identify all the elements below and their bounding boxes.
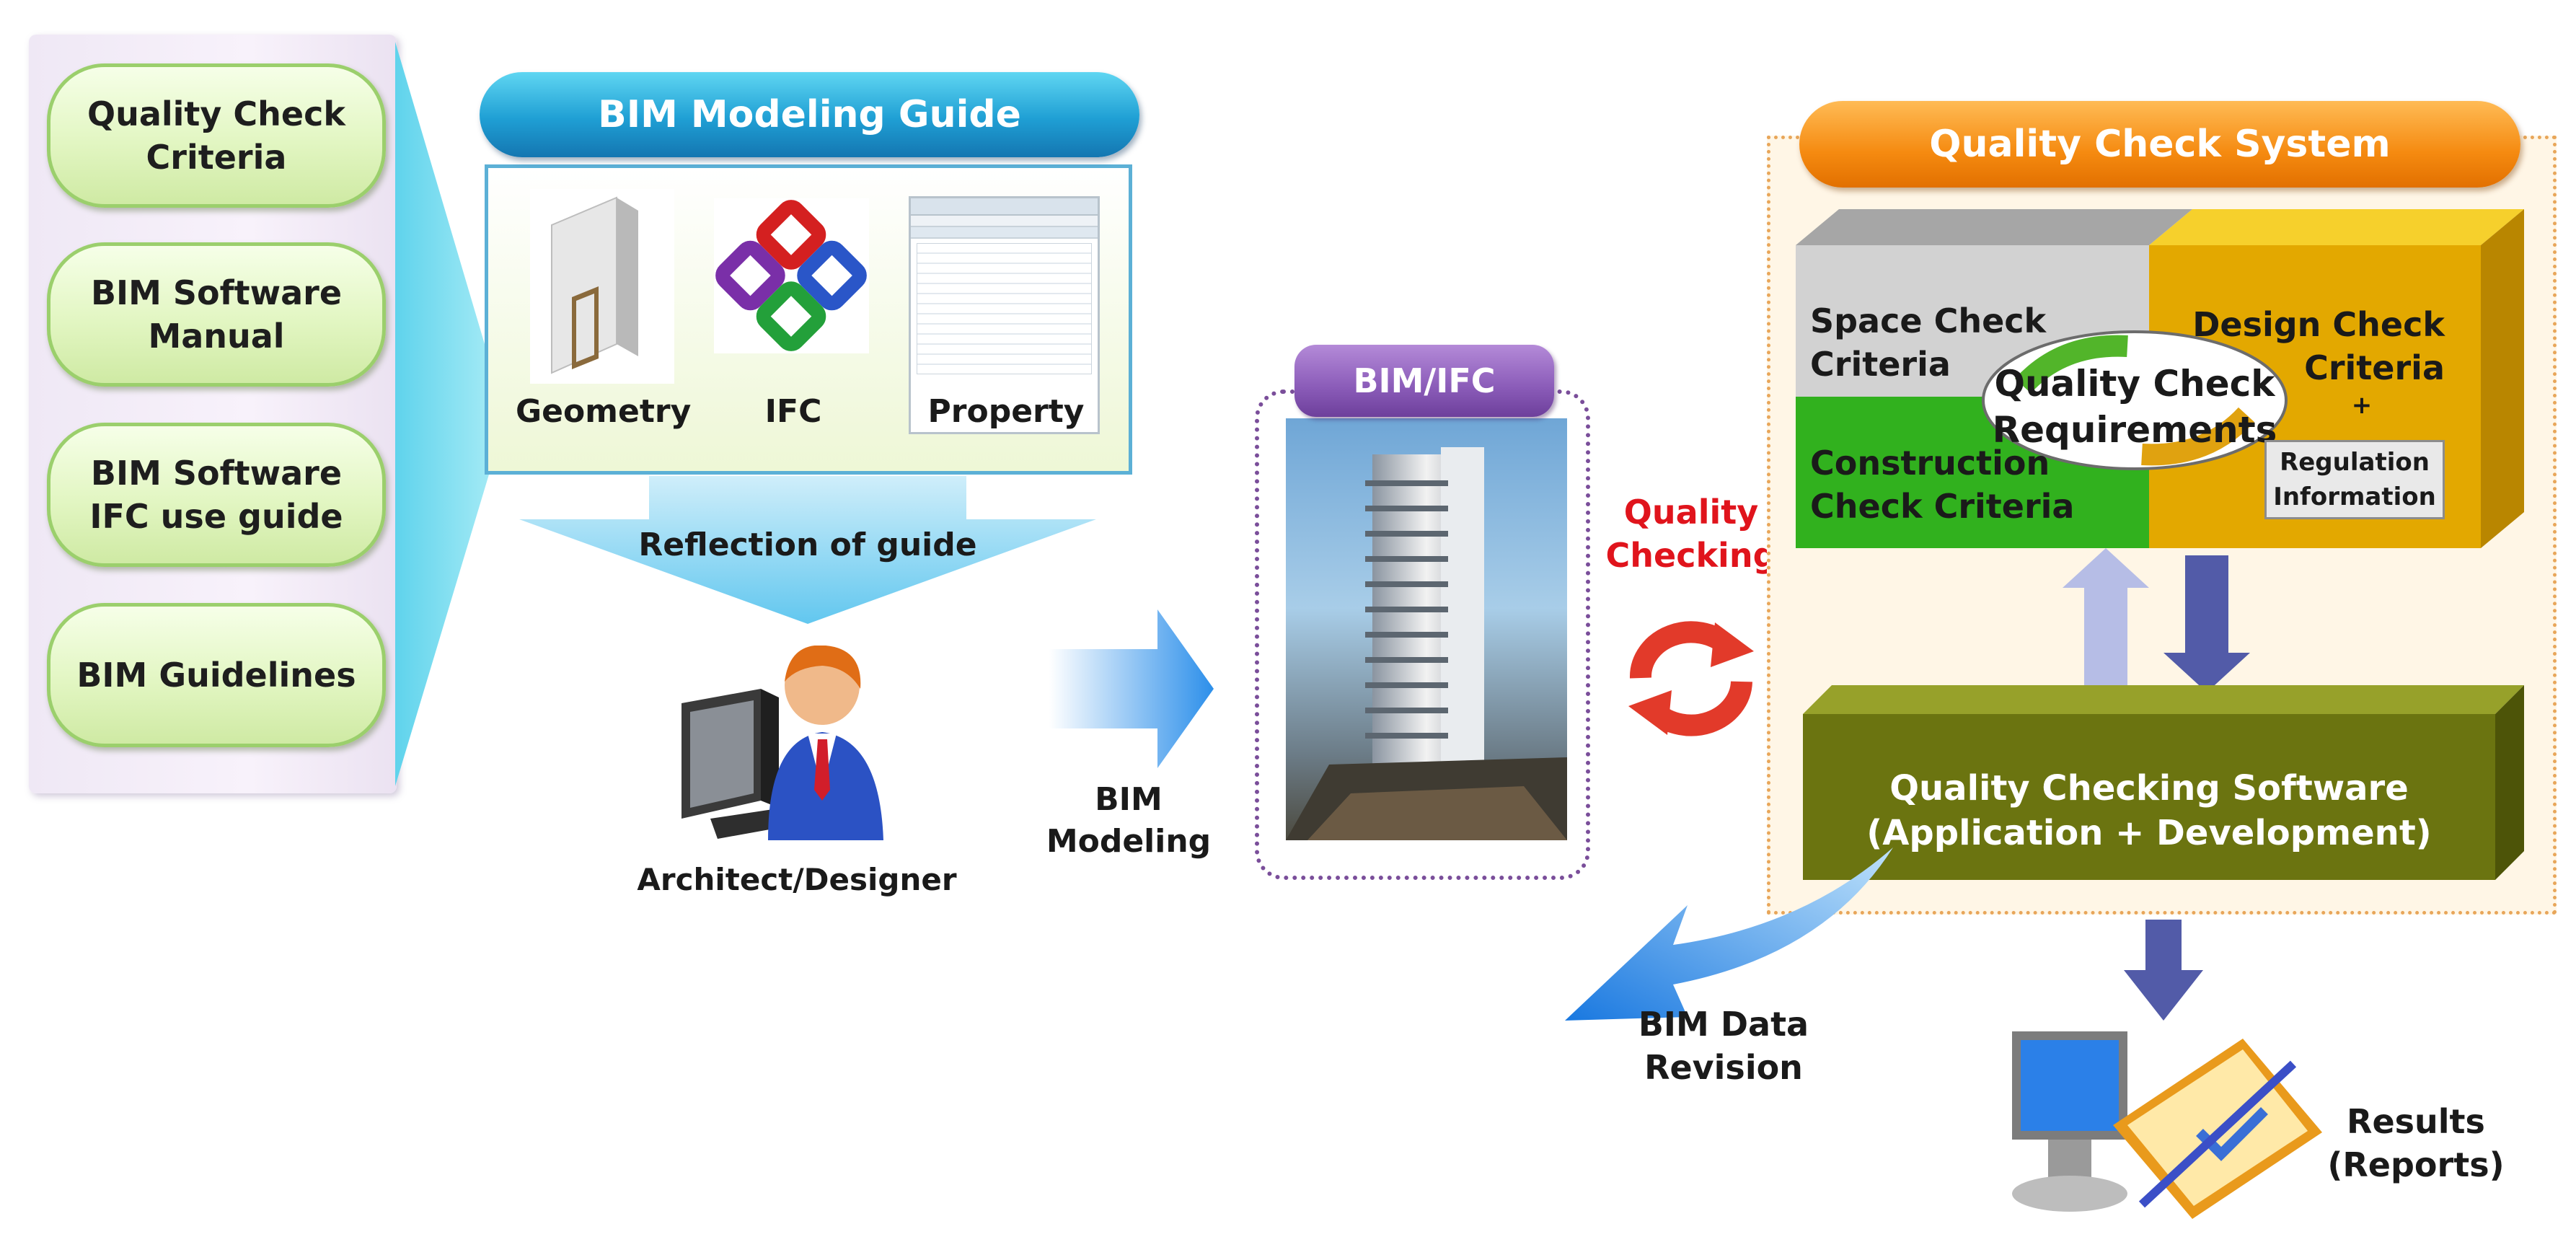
- property-sheet-icon: [909, 196, 1100, 434]
- designer-label: Architect/Designer: [637, 862, 957, 897]
- modeling-arrow: [1049, 609, 1214, 768]
- down-arrow: [2124, 920, 2203, 1021]
- reflection-label: Reflection of guide: [638, 527, 977, 563]
- quality-checking-label: Quality Checking: [1605, 493, 1777, 575]
- criteria-block: [1796, 209, 2524, 548]
- revision-arrow: [1565, 847, 1893, 1021]
- qcs-title: Quality Check System: [1799, 101, 2520, 188]
- sidebar-item-bim-guidelines: BIM Guidelines: [47, 603, 386, 747]
- funnel-arrow: [395, 42, 500, 786]
- building-render-image: [1286, 418, 1567, 840]
- wall-icon: [530, 189, 674, 384]
- ifc-logo-icon: [714, 198, 869, 353]
- geometry-label: Geometry: [516, 393, 692, 430]
- software-block: [1803, 685, 2524, 880]
- property-label: Property: [927, 393, 1085, 430]
- results-label: Results(Reports): [2327, 1102, 2505, 1184]
- exchange-arrows: [2063, 548, 2250, 692]
- software-label: Quality Checking Software(Application + …: [1866, 768, 2432, 853]
- results-report-icon: [2012, 1031, 2322, 1219]
- designer-icon: [682, 646, 883, 840]
- building-icon: [1286, 447, 1567, 840]
- bim-ifc-label: BIM/IFC: [1294, 345, 1554, 417]
- refresh-cycle-icon: [1628, 621, 1754, 736]
- ifc-label: IFC: [764, 393, 822, 430]
- guide-title: BIM Modeling Guide: [480, 72, 1139, 157]
- reflection-arrow: [519, 476, 1096, 624]
